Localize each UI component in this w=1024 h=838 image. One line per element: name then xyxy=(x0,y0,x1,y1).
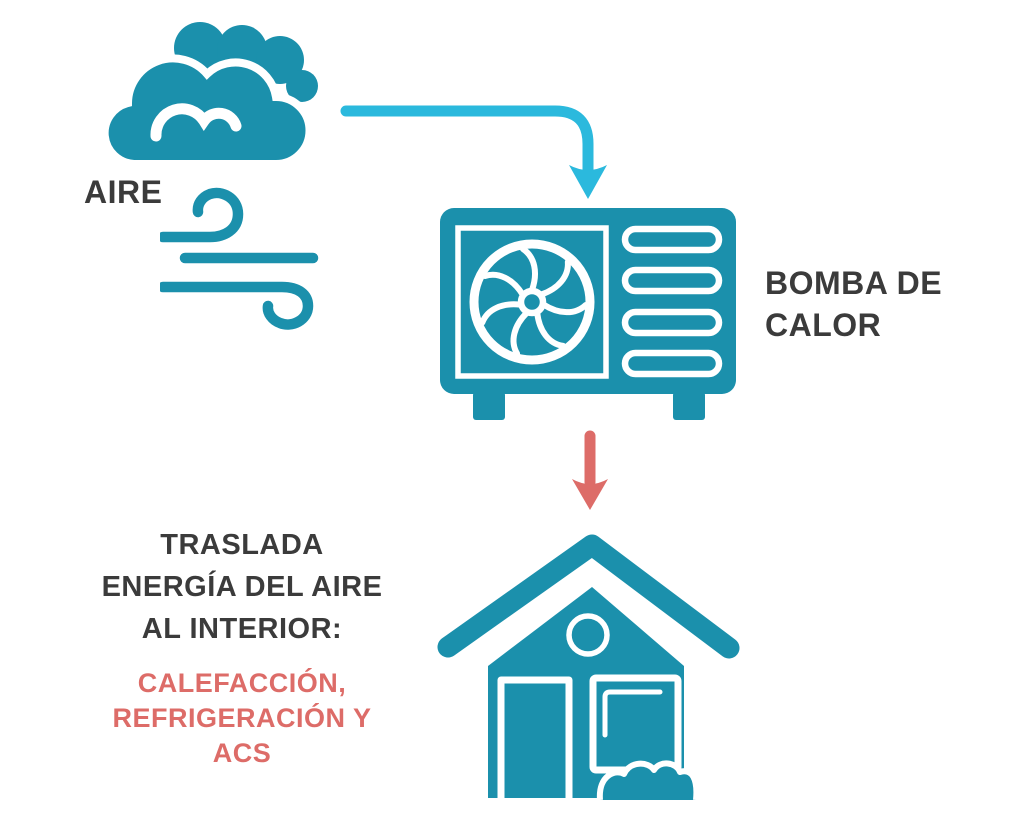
description-line3: AL INTERIOR: xyxy=(141,613,343,645)
wind-icon xyxy=(160,187,319,330)
heat-pump-label-line1: BOMBA DE xyxy=(765,265,943,301)
air-label: AIRE xyxy=(84,174,163,210)
house-roof xyxy=(437,534,740,659)
window-inner-frame xyxy=(602,689,663,738)
services-line3: ACS xyxy=(212,738,272,768)
bush xyxy=(596,760,700,801)
attic-window xyxy=(566,613,610,657)
unit-foot-left xyxy=(473,392,505,420)
heat-pump-icon xyxy=(440,208,736,420)
fan-ring xyxy=(469,239,595,365)
heat-pump-label: BOMBA DE CALOR xyxy=(765,262,942,346)
services-line2: REFRIGERACIÓN Y xyxy=(112,703,372,733)
description-line1: TRASLADA xyxy=(160,529,324,561)
heat-pump-label-line2: CALOR xyxy=(765,307,882,343)
house-door xyxy=(497,676,573,800)
description-text: TRASLADA ENERGÍA DEL AIRE AL INTERIOR: xyxy=(72,524,412,650)
curved-arrow-icon xyxy=(340,105,607,199)
services-text: CALEFACCIÓN, REFRIGERACIÓN Y ACS xyxy=(72,666,412,771)
house-icon xyxy=(437,534,740,801)
unit-foot-right xyxy=(673,392,705,420)
fan-blades xyxy=(480,246,586,354)
grille-slots xyxy=(621,225,723,378)
house-body xyxy=(488,587,684,798)
down-arrow-icon xyxy=(572,430,608,510)
cloud-inner-swoosh xyxy=(150,103,242,142)
cloud-icon xyxy=(100,22,318,168)
services-line1: CALEFACCIÓN, xyxy=(137,668,347,698)
fan-hub xyxy=(517,287,547,317)
description-line2: ENERGÍA DEL AIRE xyxy=(101,571,383,603)
fan-frame xyxy=(455,225,609,379)
